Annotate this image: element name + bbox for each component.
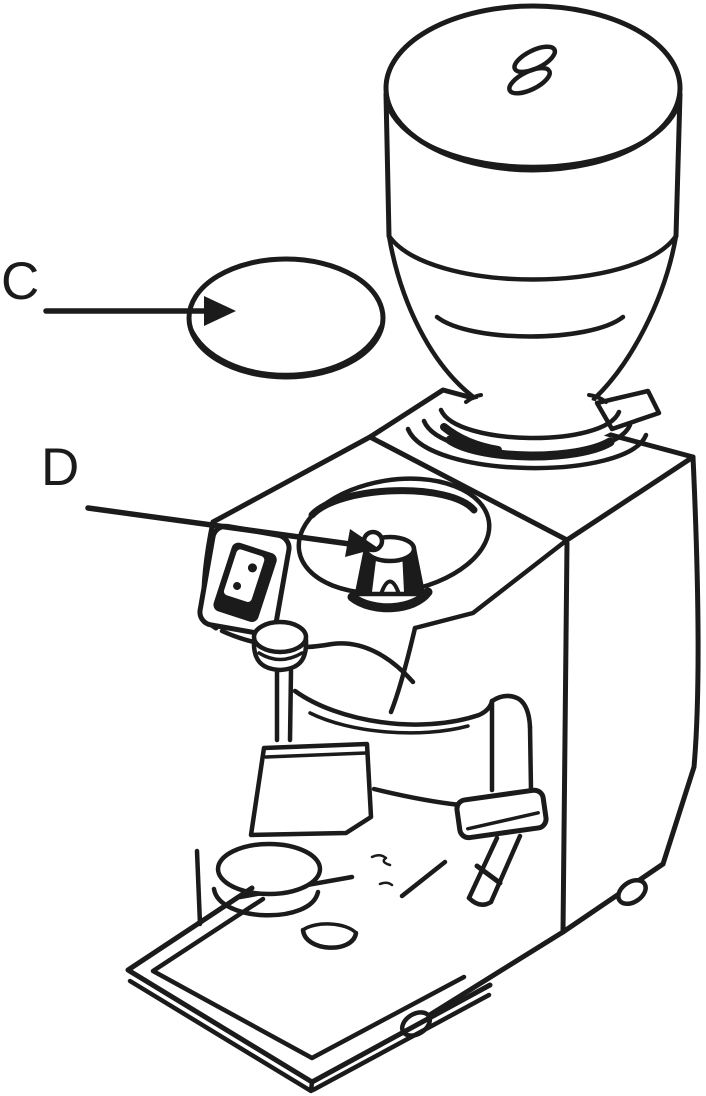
base-marking: [378, 881, 394, 887]
cone-arch: [379, 579, 401, 596]
hopper-funnel: [386, 233, 679, 432]
switch-dot: [233, 581, 242, 590]
label-d: D: [41, 438, 79, 497]
collar-ring: [438, 407, 622, 441]
collar-ring: [405, 426, 649, 471]
base-step-edge: [194, 848, 203, 927]
tamper-press-block: [248, 741, 374, 838]
tamper-pad: [215, 841, 323, 897]
base-under-fork-edge: [399, 859, 448, 899]
grinder-body: [194, 434, 701, 1038]
body-right-edge: [660, 454, 701, 867]
fork-strap-cap: [489, 693, 533, 730]
body-bottom-right-edge: [560, 861, 666, 935]
hopper-wall-right: [673, 91, 683, 239]
tamper-knob: [251, 619, 309, 655]
portafilter-fork: [292, 688, 549, 907]
bean-hopper: [383, 3, 683, 432]
collar-neck-arc: [587, 393, 608, 404]
collar-shadow: [440, 423, 502, 454]
fork-arm-bottom: [371, 786, 463, 808]
label-d-arrow: [85, 505, 353, 547]
tamper-press-top-line: [264, 751, 368, 759]
tray-right-band: [310, 992, 492, 1093]
label-c-arrowhead-icon: [204, 296, 236, 326]
tamper-pad-small-top: [301, 922, 358, 935]
doser-opening-shadow: [308, 487, 478, 519]
fork-strap: [527, 724, 534, 793]
tamper-assembly: [211, 619, 374, 950]
power-switch: [197, 523, 292, 637]
fork-prong-foot: [466, 895, 494, 907]
hopper-lid-rim: [384, 101, 682, 170]
chute-edge: [388, 625, 418, 715]
hopper-funnel-ring: [434, 314, 626, 339]
label-c-group: C: [1, 252, 236, 326]
tray-front-band: [127, 978, 315, 1094]
cone-side-dark: [357, 549, 377, 594]
collar-shadow: [445, 435, 615, 461]
collar-neck-arc: [464, 393, 483, 404]
fork-prong: [488, 833, 523, 905]
feed-cone: [347, 529, 433, 613]
fork-arm-top: [292, 688, 495, 727]
cone-side-dark: [402, 549, 423, 594]
fork-clamp-line: [465, 811, 540, 831]
body-slope-top-edge: [210, 434, 373, 525]
coffee-bean-icon: [507, 44, 558, 96]
tamper-pad-small: [300, 927, 359, 950]
grind-adjustment-collar: [405, 388, 662, 471]
drip-tray: [125, 885, 493, 1094]
hopper-wall-left: [383, 91, 392, 239]
foot-right: [616, 877, 648, 907]
label-d-group: D: [41, 438, 378, 557]
detached-lid-rim: [187, 324, 384, 378]
label-d-arrowhead-icon: [345, 529, 378, 557]
body-front-right-edge: [560, 540, 570, 935]
cone-shadow: [347, 587, 433, 613]
hopper-lid-detached: [186, 256, 386, 380]
body-ridge: [412, 537, 570, 631]
body-slope-bottom-edge: [219, 628, 416, 685]
tamper-pad-lower: [211, 886, 321, 918]
tamper-stem: [287, 668, 294, 743]
label-c: C: [1, 252, 39, 311]
switch-rocker: [223, 549, 265, 602]
fork-arm-inner: [308, 711, 470, 735]
switch-dot: [247, 563, 257, 573]
bean-half-icon: [512, 44, 558, 75]
tray-outline: [125, 885, 493, 1085]
tray-inner-rim: [150, 896, 467, 1061]
tamper-knob-rim: [257, 651, 304, 662]
body-bottom-front-edge: [417, 929, 566, 1024]
fork-shade-dash: [474, 863, 503, 886]
base-marking: [370, 854, 392, 867]
